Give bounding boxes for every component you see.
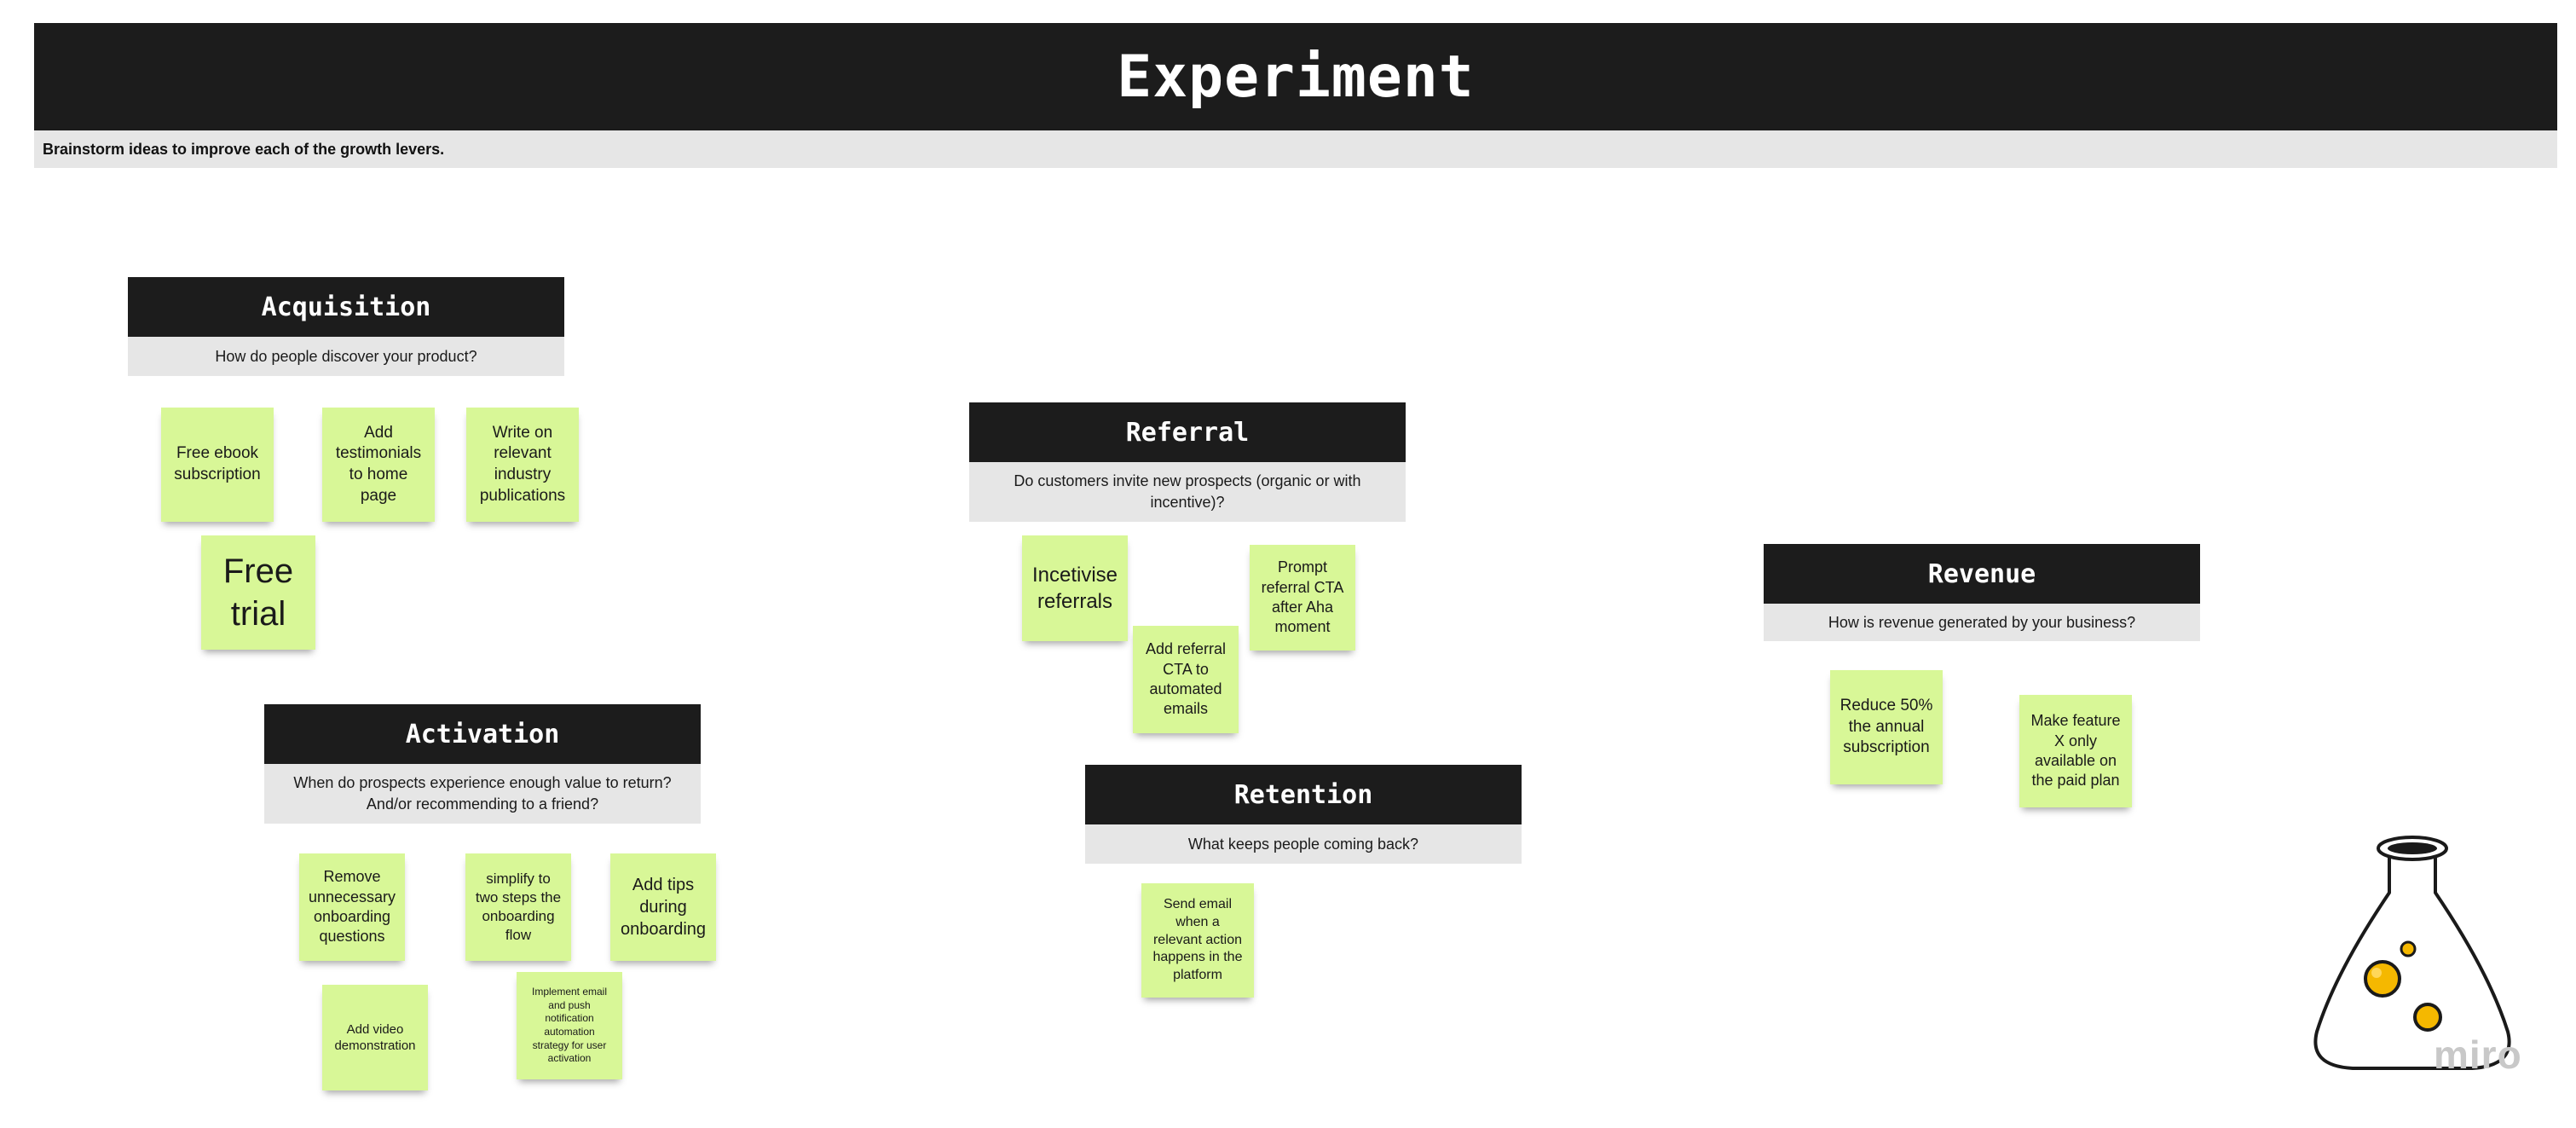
sticky-note[interactable]: Prompt referral CTA after Aha moment bbox=[1250, 545, 1355, 651]
sticky-note[interactable]: Free trial bbox=[201, 535, 315, 650]
sticky-note[interactable]: Add testimonials to home page bbox=[322, 408, 435, 522]
section-title: Activation bbox=[264, 704, 701, 764]
section-title: Referral bbox=[969, 402, 1406, 462]
flask-icon bbox=[2313, 836, 2511, 1070]
sticky-note[interactable]: Free ebook subscription bbox=[161, 408, 274, 522]
sticky-note[interactable]: Add video demonstration bbox=[322, 985, 428, 1090]
sticky-note[interactable]: simplify to two steps the onboarding flo… bbox=[465, 853, 571, 961]
section-revenue: Revenue How is revenue generated by your… bbox=[1764, 544, 2200, 641]
board-title: Experiment bbox=[34, 23, 2557, 130]
section-question: When do prospects experience enough valu… bbox=[264, 764, 701, 824]
sticky-note[interactable]: Incetivise referrals bbox=[1022, 535, 1128, 641]
sticky-note[interactable]: Write on relevant industry publications bbox=[466, 408, 579, 522]
sticky-note[interactable]: Add referral CTA to automated emails bbox=[1133, 626, 1239, 733]
section-question: What keeps people coming back? bbox=[1085, 824, 1522, 864]
section-acquisition: Acquisition How do people discover your … bbox=[128, 277, 564, 376]
section-title: Revenue bbox=[1764, 544, 2200, 604]
board-subtitle: Brainstorm ideas to improve each of the … bbox=[34, 130, 2557, 168]
sticky-note[interactable]: Reduce 50% the annual subscription bbox=[1830, 670, 1943, 784]
sticky-note[interactable]: Make feature X only available on the pai… bbox=[2019, 695, 2132, 807]
sticky-note[interactable]: Send email when a relevant action happen… bbox=[1141, 883, 1254, 998]
section-title: Acquisition bbox=[128, 277, 564, 337]
section-question: Do customers invite new prospects (organ… bbox=[969, 462, 1406, 522]
section-referral: Referral Do customers invite new prospec… bbox=[969, 402, 1406, 522]
section-activation: Activation When do prospects experience … bbox=[264, 704, 701, 824]
miro-watermark: miro bbox=[2434, 1033, 2522, 1077]
flask-illustration bbox=[2302, 831, 2523, 1087]
sticky-note[interactable]: Implement email and push notification au… bbox=[517, 972, 622, 1079]
section-question: How is revenue generated by your busines… bbox=[1764, 604, 2200, 641]
section-title: Retention bbox=[1085, 765, 1522, 824]
section-retention: Retention What keeps people coming back? bbox=[1085, 765, 1522, 864]
sticky-note[interactable]: Add tips during onboarding bbox=[610, 853, 716, 961]
section-question: How do people discover your product? bbox=[128, 337, 564, 376]
sticky-note[interactable]: Remove unnecessary onboarding questions bbox=[299, 853, 405, 961]
